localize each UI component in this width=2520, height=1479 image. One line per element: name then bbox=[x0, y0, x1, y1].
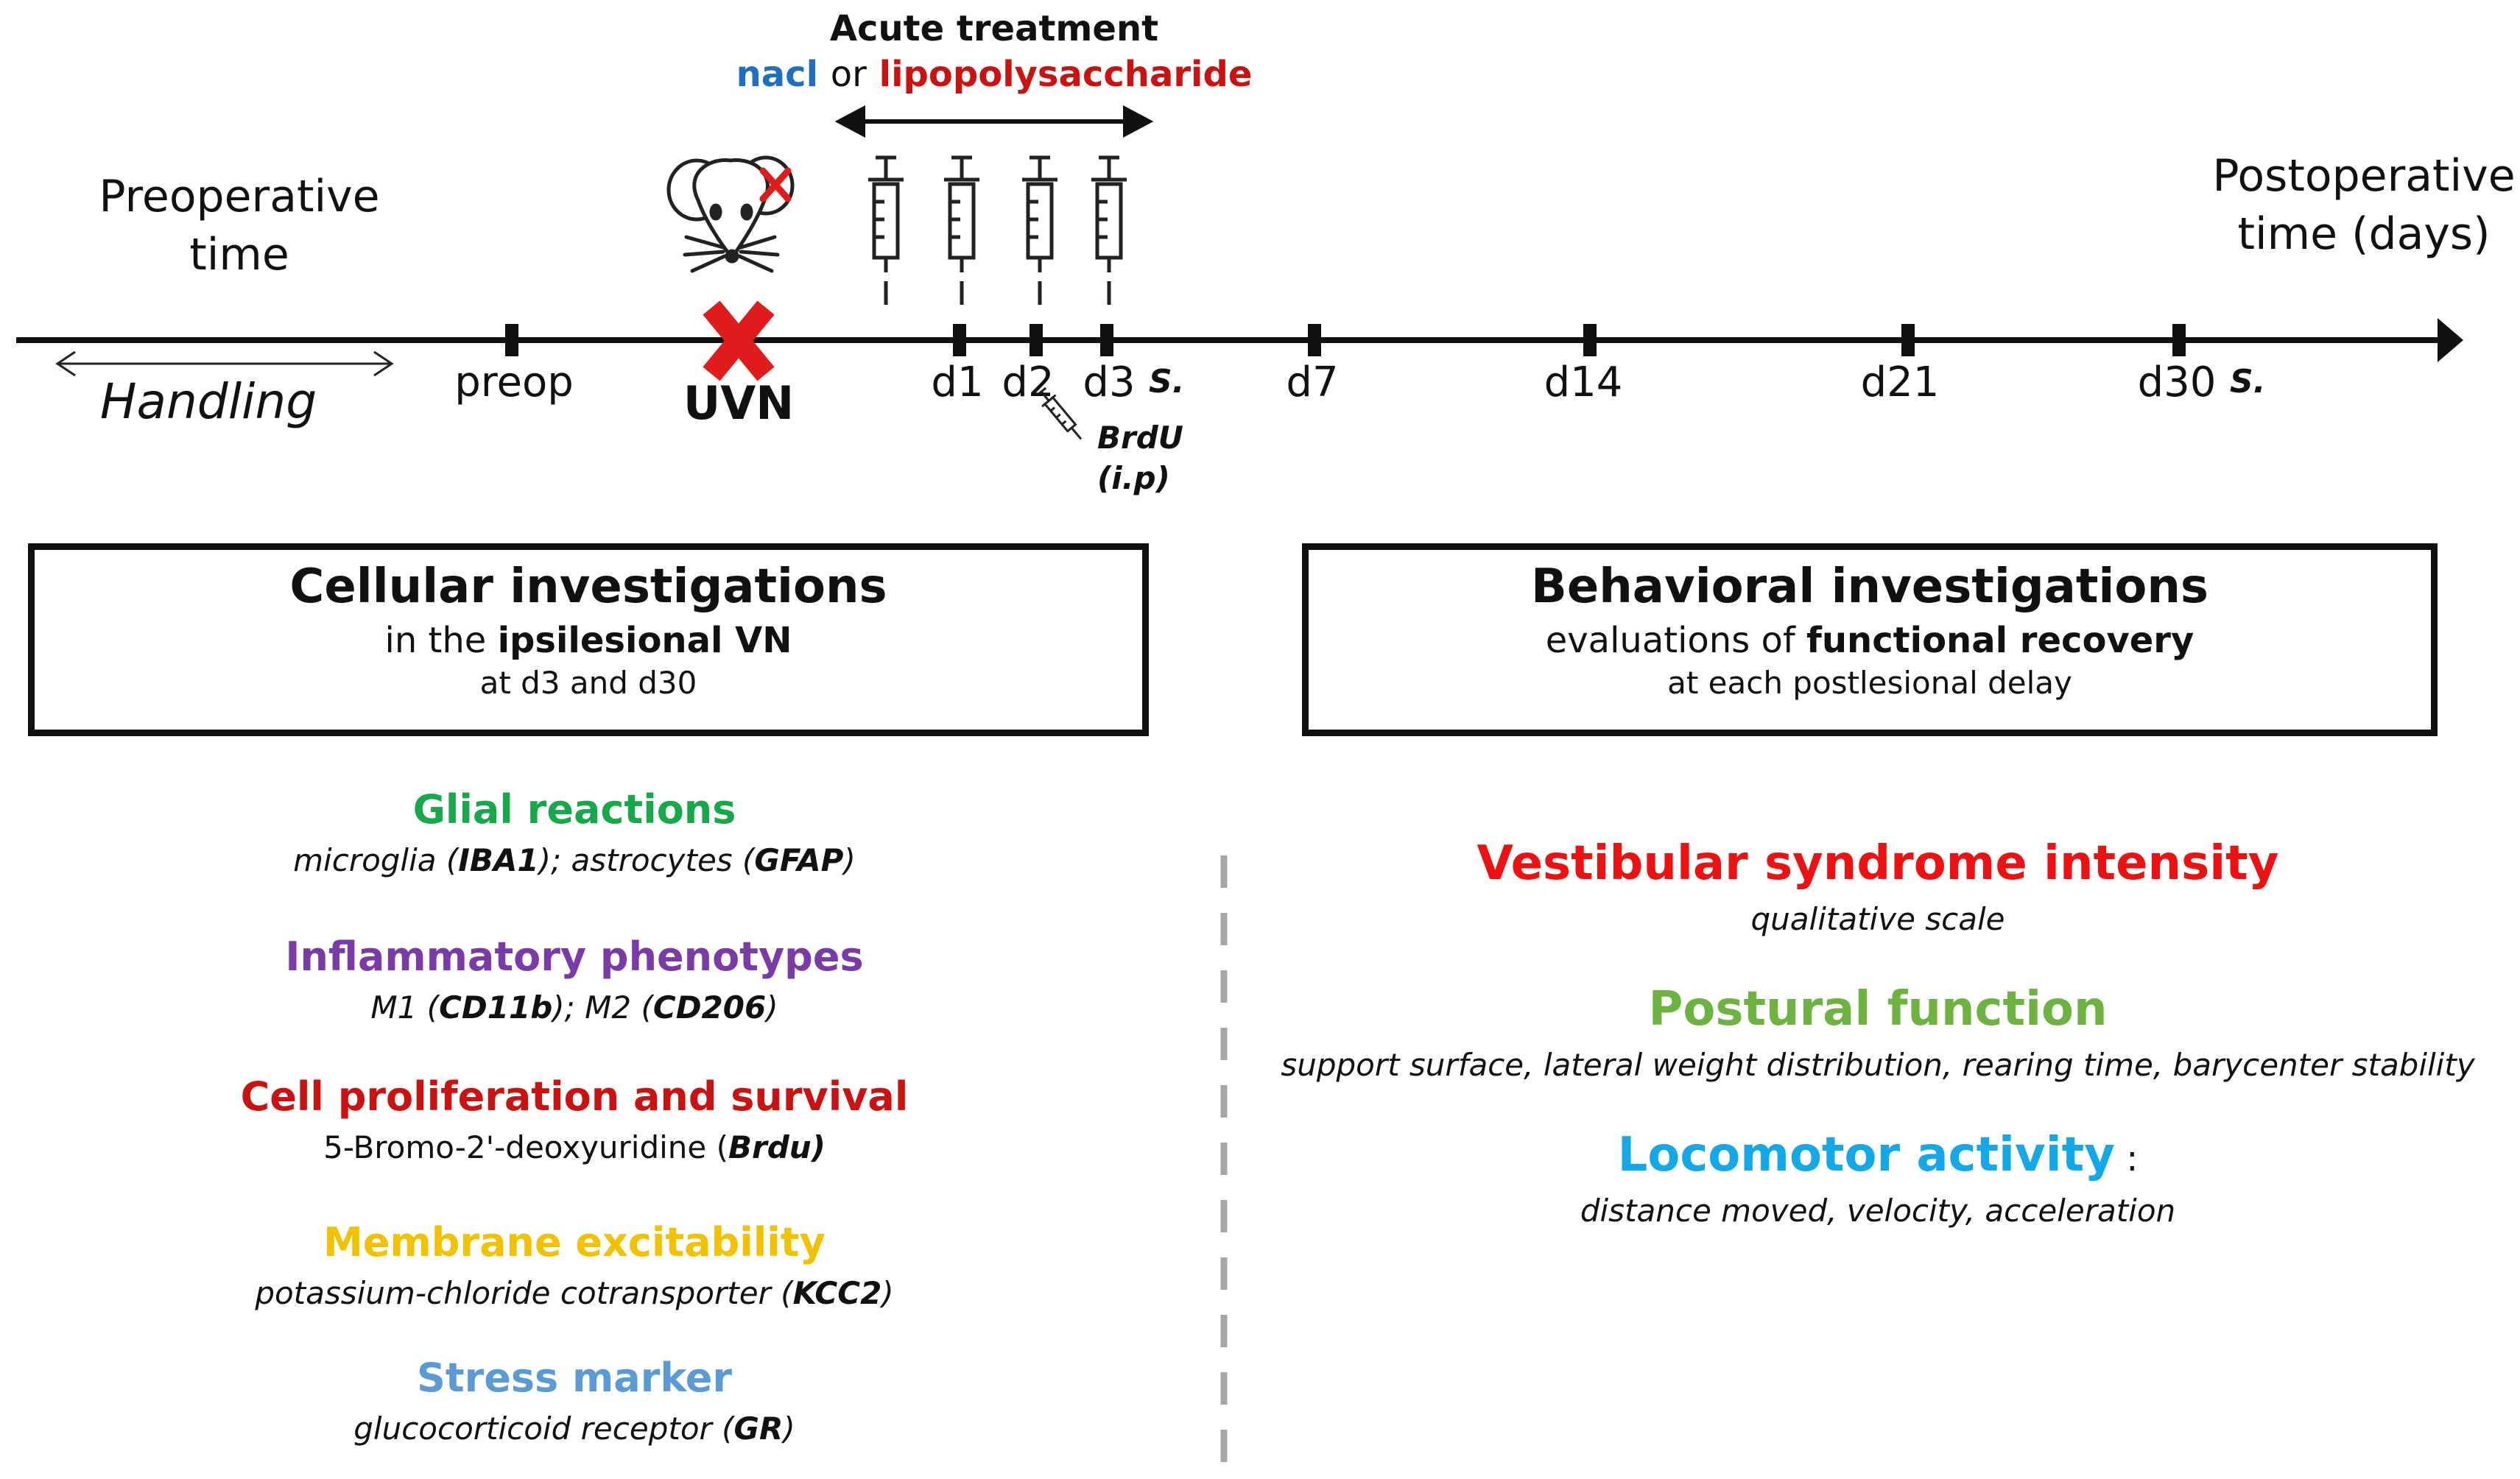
treatment-title: Acute treatment bbox=[829, 8, 1159, 49]
sacrifice-mark-d3: S. bbox=[1149, 363, 1185, 400]
tick-label-d21: d21 bbox=[1860, 359, 1940, 406]
brdu-syringe-icon bbox=[1035, 386, 1083, 440]
behavioral-sub-prefix: evaluations of bbox=[1545, 619, 1795, 661]
cellular-investigations-box: Cellular investigations in the ipsilesio… bbox=[28, 543, 1149, 736]
inflammatory-phenotypes-desc: M1 (CD11b); M2 (CD206) bbox=[370, 989, 778, 1026]
timeline-arrowhead-icon bbox=[2438, 318, 2463, 362]
glial-reactions-title: Glial reactions bbox=[412, 786, 736, 833]
desc-segment: GFAP bbox=[754, 842, 844, 878]
tick-label-d1: d1 bbox=[931, 359, 984, 406]
glial-reactions-desc: microglia (IBA1); astrocytes (GFAP) bbox=[293, 842, 856, 878]
cellular-sub-prefix: in the bbox=[384, 619, 487, 661]
tick-d14 bbox=[1583, 324, 1597, 356]
desc-segment: ) bbox=[843, 842, 856, 878]
behavioral-subtitle: evaluations of functional recovery bbox=[1309, 618, 2431, 663]
treatment-agents: nacl or lipopolysaccharide bbox=[736, 54, 1253, 95]
cellular-title: Cellular investigations bbox=[289, 560, 887, 614]
preoperative-line1: Preoperative bbox=[99, 171, 380, 222]
syringe-icon bbox=[1022, 155, 1057, 305]
desc-segment: potassium-chloride cotransporter ( bbox=[255, 1275, 793, 1311]
stress-marker-desc: glucocorticoid receptor (GR) bbox=[353, 1411, 795, 1447]
inflammatory-phenotypes-title: Inflammatory phenotypes bbox=[285, 933, 864, 980]
locomotor-activity-title-text: Locomotor activity bbox=[1617, 1128, 2115, 1182]
desc-segment: M1 ( bbox=[370, 989, 440, 1026]
tick-d30 bbox=[2172, 324, 2186, 356]
desc-segment: ) bbox=[783, 1411, 795, 1447]
locomotor-activity-desc: distance moved, velocity, acceleration bbox=[1580, 1193, 2176, 1229]
behavioral-title: Behavioral investigations bbox=[1531, 560, 2208, 614]
syringe-icon bbox=[1091, 155, 1127, 305]
postural-function-desc: support surface, lateral weight distribu… bbox=[1281, 1047, 2475, 1083]
behavioral-sub-bold: functional recovery bbox=[1806, 619, 2195, 661]
treatment-double-arrow-icon bbox=[834, 105, 1154, 138]
membrane-excitability-title: Membrane excitability bbox=[323, 1219, 826, 1266]
postoperative-line1: Postoperative bbox=[2212, 150, 2516, 202]
sacrifice-mark-d30: S. bbox=[2230, 363, 2266, 400]
cellular-subtitle: in the ipsilesional VN bbox=[35, 618, 1142, 663]
desc-segment: microglia ( bbox=[293, 842, 459, 878]
desc-segment: GR bbox=[733, 1411, 784, 1447]
rat-head-icon bbox=[666, 155, 795, 273]
syringe-icon bbox=[944, 155, 979, 305]
stress-marker-title: Stress marker bbox=[416, 1355, 733, 1401]
tick-label-preop: preop bbox=[454, 359, 574, 406]
postoperative-time-label: Postoperative time (days) bbox=[2212, 147, 2515, 264]
tick-d7 bbox=[1308, 324, 1321, 356]
brdu-line2: (i.p) bbox=[1097, 459, 1170, 496]
desc-segment: ); astrocytes ( bbox=[538, 842, 755, 878]
syringe-icon bbox=[868, 155, 904, 305]
tick-d1 bbox=[953, 324, 966, 356]
desc-segment: ) bbox=[881, 1275, 894, 1311]
preoperative-line2: time bbox=[189, 229, 289, 281]
vestibular-syndrome-title: Vestibular syndrome intensity bbox=[1477, 836, 2279, 891]
tick-label-d30: d30 bbox=[2137, 359, 2217, 406]
preoperative-time-label: Preoperative time bbox=[99, 168, 379, 284]
ear-lesion-cross-icon bbox=[759, 167, 792, 202]
handling-double-arrow-icon bbox=[55, 350, 394, 377]
vestibular-syndrome-desc: qualitative scale bbox=[1750, 901, 2005, 937]
desc-segment: ); M2 ( bbox=[552, 989, 653, 1026]
tick-label-d7: d7 bbox=[1286, 359, 1339, 406]
tick-preop bbox=[505, 324, 518, 356]
desc-segment: IBA1 bbox=[458, 842, 539, 878]
tick-label-d2: d2 bbox=[1002, 359, 1055, 406]
brdu-injection-label: BrdU (i.p) bbox=[1097, 418, 1183, 498]
handling-label: Handling bbox=[99, 373, 317, 430]
cellular-sub-bold: ipsilesional VN bbox=[497, 619, 792, 661]
tick-d2 bbox=[1030, 324, 1043, 356]
desc-segment: glucocorticoid receptor ( bbox=[353, 1411, 734, 1447]
uvn-cross-icon bbox=[703, 300, 775, 381]
desc-segment: 5-Bromo-2'-deoxyuridine ( bbox=[323, 1129, 729, 1165]
uvn-label: UVN bbox=[683, 376, 795, 430]
membrane-excitability-desc: potassium-chloride cotransporter (KCC2) bbox=[255, 1275, 893, 1311]
treatment-lps: lipopolysaccharide bbox=[879, 54, 1253, 95]
cellular-subtitle2: at d3 and d30 bbox=[479, 664, 697, 701]
tick-label-d14: d14 bbox=[1544, 359, 1623, 406]
cell-proliferation-title: Cell proliferation and survival bbox=[240, 1073, 909, 1120]
postural-function-title: Postural function bbox=[1648, 982, 2108, 1037]
treatment-or: or bbox=[830, 54, 867, 95]
locomotor-activity-title: Locomotor activity : bbox=[1618, 1128, 2139, 1182]
postoperative-line2: time (days) bbox=[2237, 208, 2491, 261]
syringe-group bbox=[868, 155, 1127, 305]
tick-d21 bbox=[1901, 324, 1915, 356]
behavioral-investigations-box: Behavioral investigations evaluations of… bbox=[1302, 543, 2438, 736]
locomotor-activity-suffix: : bbox=[2114, 1138, 2139, 1179]
cell-proliferation-desc: 5-Bromo-2'-deoxyuridine (Brdu) bbox=[323, 1129, 826, 1165]
tick-label-d3: d3 bbox=[1083, 359, 1136, 406]
behavioral-subtitle2: at each postlesional delay bbox=[1667, 664, 2072, 701]
desc-segment: CD206 bbox=[652, 989, 767, 1026]
desc-segment: Brdu) bbox=[728, 1129, 826, 1165]
desc-segment: CD11b bbox=[439, 989, 553, 1026]
brdu-line1: BrdU bbox=[1097, 420, 1183, 456]
treatment-nacl: nacl bbox=[736, 54, 819, 95]
desc-segment: KCC2 bbox=[792, 1275, 882, 1311]
tick-d3 bbox=[1100, 324, 1113, 356]
desc-segment: ) bbox=[766, 989, 778, 1026]
